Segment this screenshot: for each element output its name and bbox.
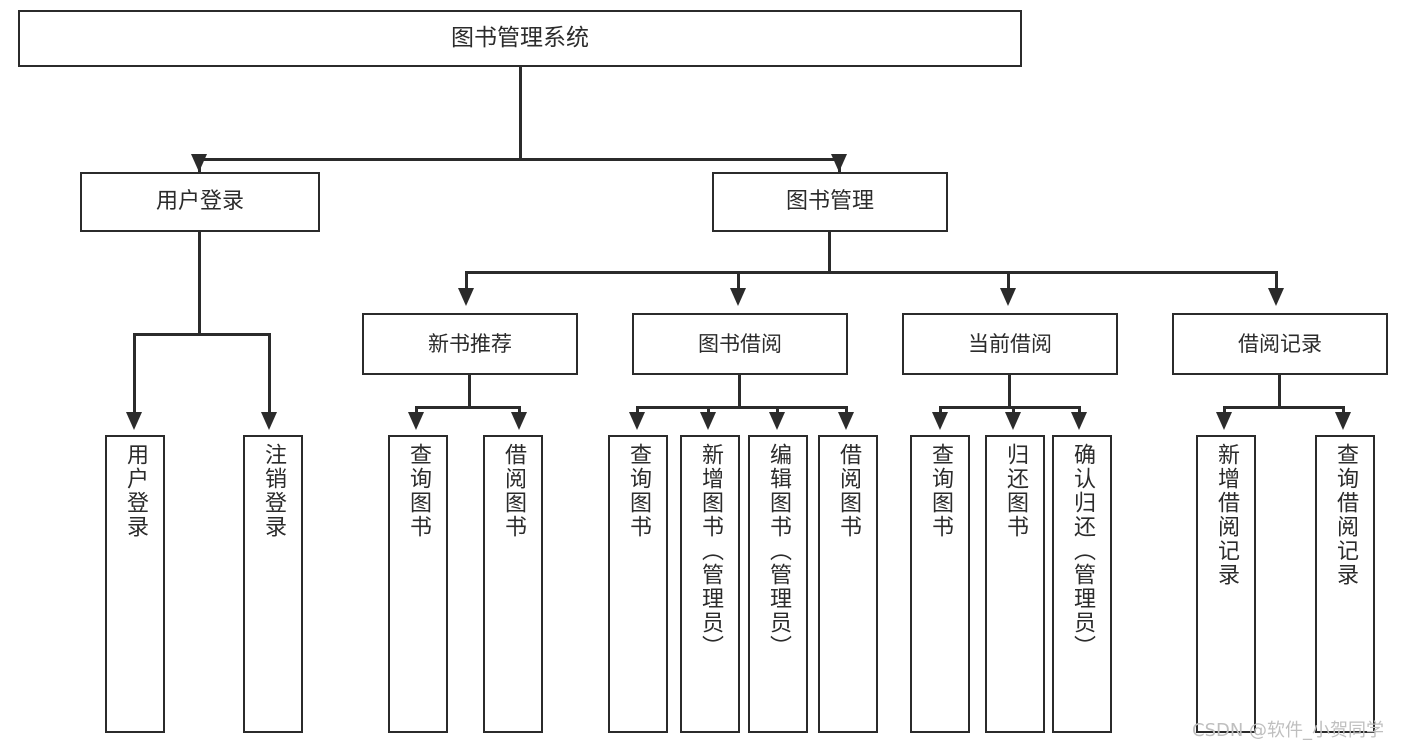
- connector-bb-stem: [738, 375, 741, 409]
- node-root[interactable]: 图书管理系统: [18, 10, 1022, 67]
- node-book-borrow[interactable]: 图书借阅: [632, 313, 848, 375]
- connector-bb-drop-4: [845, 406, 848, 416]
- arrow-to-leaf-add-book: [700, 412, 716, 430]
- arrow-to-book-borrow: [730, 288, 746, 306]
- node-leaf-borrow-book-2-label: 借阅图书: [836, 443, 861, 539]
- node-borrow-record[interactable]: 借阅记录: [1172, 313, 1388, 375]
- connector-br-stem: [1278, 375, 1281, 409]
- arrow-to-current-borrow: [1000, 288, 1016, 306]
- connector-nbr-drop-2: [518, 406, 521, 416]
- connector-user-login-drop-2: [268, 333, 271, 415]
- connector-cb-drop-2: [1012, 406, 1015, 416]
- connector-br-drop-1: [1223, 406, 1226, 416]
- connector-bm-drop-4: [1275, 271, 1278, 291]
- node-leaf-query-record-label: 查询借阅记录: [1333, 443, 1358, 587]
- arrow-to-leaf-logout: [261, 412, 277, 430]
- node-leaf-confirm-return[interactable]: 确认归还（管理员）: [1052, 435, 1112, 733]
- node-leaf-borrow-book-1-label: 借阅图书: [501, 443, 526, 539]
- node-leaf-query-book-2[interactable]: 查询图书: [608, 435, 668, 733]
- node-user-login-label: 用户登录: [155, 189, 244, 215]
- connector-cb-stem: [1008, 375, 1011, 409]
- connector-bm-drop-1: [465, 271, 468, 291]
- node-leaf-query-record[interactable]: 查询借阅记录: [1315, 435, 1375, 733]
- node-leaf-logout[interactable]: 注销登录: [243, 435, 303, 733]
- node-borrow-record-label: 借阅记录: [1238, 331, 1322, 356]
- node-new-book-recommend[interactable]: 新书推荐: [362, 313, 578, 375]
- node-book-borrow-label: 图书借阅: [698, 331, 782, 356]
- connector-root-bar: [198, 158, 841, 161]
- node-leaf-add-book[interactable]: 新增图书（管理员）: [680, 435, 740, 733]
- node-leaf-query-book-3[interactable]: 查询图书: [910, 435, 970, 733]
- connector-bm-drop-2: [737, 271, 740, 291]
- connector-cb-drop-1: [939, 406, 942, 416]
- connector-nbr-bar: [415, 406, 521, 409]
- connector-br-bar: [1223, 406, 1345, 409]
- connector-nbr-drop-1: [415, 406, 418, 416]
- connector-book-manage-stem: [828, 232, 831, 274]
- node-user-login[interactable]: 用户登录: [80, 172, 320, 232]
- node-leaf-query-book-1[interactable]: 查询图书: [388, 435, 448, 733]
- node-book-manage-label: 图书管理: [785, 189, 874, 215]
- connector-bm-drop-3: [1007, 271, 1010, 291]
- node-leaf-query-book-2-label: 查询图书: [626, 443, 651, 539]
- connector-bb-drop-1: [636, 406, 639, 416]
- node-current-borrow-label: 当前借阅: [968, 331, 1052, 356]
- arrow-to-leaf-edit-book: [769, 412, 785, 430]
- arrow-to-leaf-borrow-book-1: [511, 412, 527, 430]
- node-leaf-add-book-label: 新增图书（管理员）: [698, 443, 723, 659]
- connector-root-stem: [519, 67, 522, 160]
- arrow-to-leaf-query-book-3: [932, 412, 948, 430]
- arrow-to-leaf-return-book: [1005, 412, 1021, 430]
- arrow-to-leaf-query-book-1: [408, 412, 424, 430]
- node-leaf-user-login-label: 用户登录: [123, 443, 148, 539]
- connector-user-login-drop-1: [133, 333, 136, 415]
- node-leaf-logout-label: 注销登录: [261, 443, 286, 539]
- arrow-to-leaf-query-record: [1335, 412, 1351, 430]
- node-leaf-return-book-label: 归还图书: [1003, 443, 1028, 539]
- connector-bb-drop-3: [776, 406, 779, 416]
- node-leaf-add-record[interactable]: 新增借阅记录: [1196, 435, 1256, 733]
- node-new-book-recommend-label: 新书推荐: [428, 331, 512, 356]
- arrow-to-user-login: [191, 154, 207, 172]
- node-leaf-add-record-label: 新增借阅记录: [1214, 443, 1239, 587]
- connector-user-login-stem: [198, 232, 201, 336]
- arrow-to-leaf-borrow-book-2: [838, 412, 854, 430]
- node-current-borrow[interactable]: 当前借阅: [902, 313, 1118, 375]
- node-leaf-user-login[interactable]: 用户登录: [105, 435, 165, 733]
- node-leaf-query-book-3-label: 查询图书: [928, 443, 953, 539]
- connector-book-manage-bar: [465, 271, 1278, 274]
- connector-nbr-stem: [468, 375, 471, 409]
- node-leaf-confirm-return-label: 确认归还（管理员）: [1070, 443, 1095, 659]
- node-leaf-return-book[interactable]: 归还图书: [985, 435, 1045, 733]
- connector-cb-bar: [939, 406, 1081, 409]
- arrow-to-leaf-query-book-2: [629, 412, 645, 430]
- arrow-to-leaf-add-record: [1216, 412, 1232, 430]
- arrow-to-book-manage: [831, 154, 847, 172]
- connector-bb-bar: [636, 406, 848, 409]
- connector-cb-drop-3: [1078, 406, 1081, 416]
- arrow-to-borrow-record: [1268, 288, 1284, 306]
- arrow-to-leaf-confirm-return: [1071, 412, 1087, 430]
- node-leaf-edit-book-label: 编辑图书（管理员）: [766, 443, 791, 659]
- csdn-watermark: CSDN @软件_小贺同学: [1192, 720, 1385, 741]
- arrow-to-leaf-user-login: [126, 412, 142, 430]
- arrow-to-new-book-recommend: [458, 288, 474, 306]
- node-leaf-borrow-book-2[interactable]: 借阅图书: [818, 435, 878, 733]
- node-leaf-borrow-book-1[interactable]: 借阅图书: [483, 435, 543, 733]
- node-leaf-edit-book[interactable]: 编辑图书（管理员）: [748, 435, 808, 733]
- connector-bb-drop-2: [707, 406, 710, 416]
- connector-br-drop-2: [1342, 406, 1345, 416]
- connector-user-login-bar: [133, 333, 271, 336]
- node-leaf-query-book-1-label: 查询图书: [406, 443, 431, 539]
- node-book-manage[interactable]: 图书管理: [712, 172, 948, 232]
- node-root-label: 图书管理系统: [451, 25, 589, 52]
